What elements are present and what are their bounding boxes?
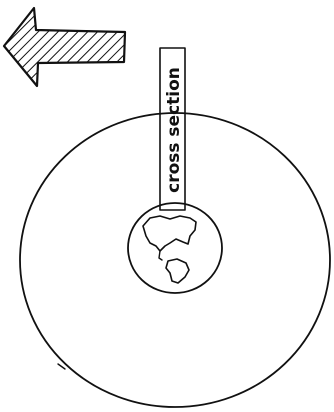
earth-globe-icon	[128, 203, 222, 293]
cross-section-label: cross section	[164, 67, 184, 193]
hatched-arrow-left-icon	[4, 8, 125, 86]
pen-mark	[58, 364, 65, 369]
